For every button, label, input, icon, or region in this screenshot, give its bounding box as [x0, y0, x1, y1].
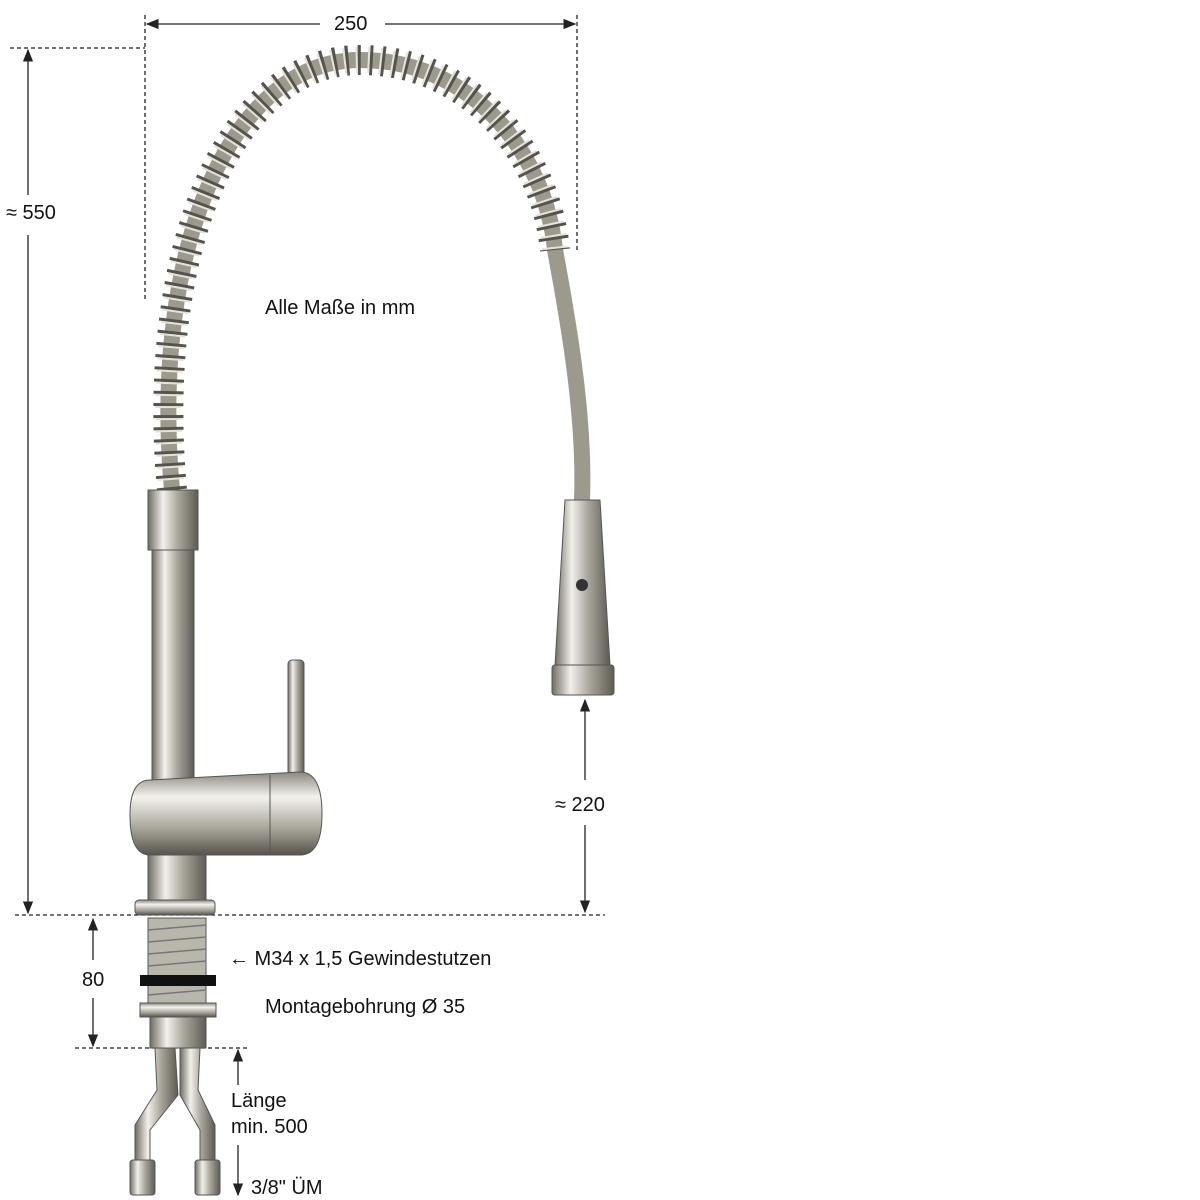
hose-length-label: Länge [231, 1090, 287, 1112]
stud-length-dimension: 80 [82, 969, 105, 991]
hose-length-value: min. 500 [231, 1116, 308, 1138]
height-dimension: ≈ 550 [6, 202, 56, 224]
spout-height-dimension: ≈ 220 [555, 794, 605, 816]
connection-hoses [129, 1047, 221, 1196]
mounting-hole-note: Montagebohrung Ø 35 [265, 996, 466, 1018]
dimension-lines [10, 15, 605, 1197]
mounting-stud [139, 917, 217, 1049]
spray-head [551, 499, 615, 696]
thread-note: ← M34 x 1,5 Gewindestutzen [229, 948, 492, 970]
units-note: Alle Maße in mm [265, 297, 416, 319]
width-dimension: 250 [334, 13, 368, 35]
connector-note: 3/8" ÜM [251, 1177, 323, 1199]
faucet-body [129, 489, 323, 916]
